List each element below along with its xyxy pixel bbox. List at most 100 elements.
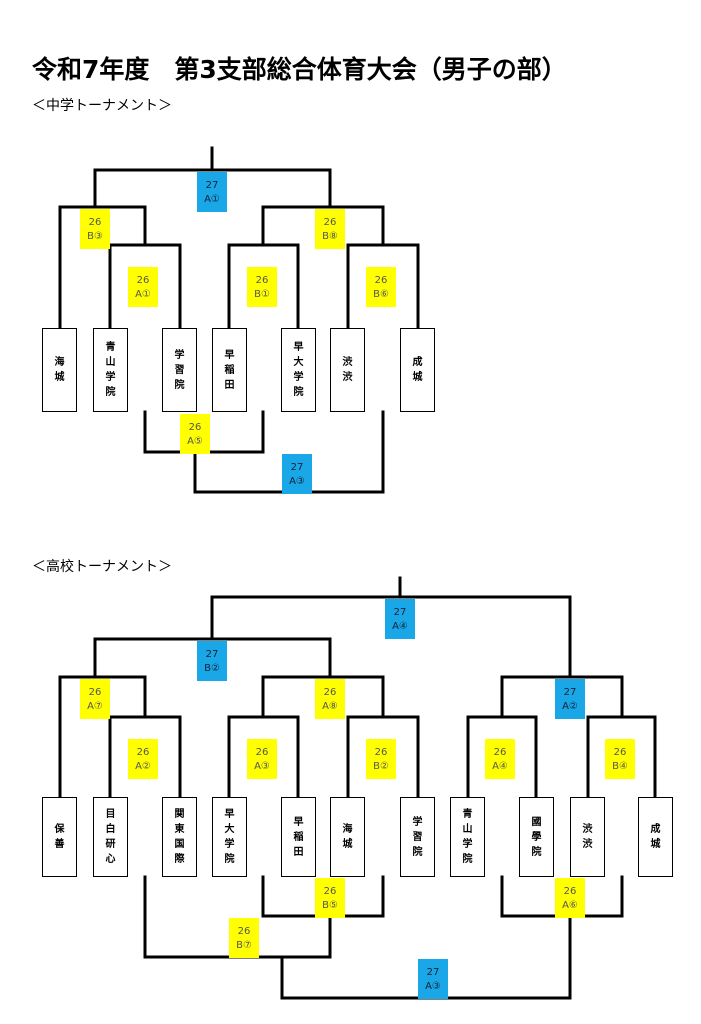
team-name-char: 渋 [342,357,353,368]
team-name-char: 東 [174,824,185,835]
team-name-char: 海 [342,824,353,835]
match-day: 26 [323,686,337,698]
team-name-char: 成 [412,357,423,368]
match-code: B① [254,288,270,300]
match-day: 26 [88,686,102,698]
team-name-char: 院 [293,387,304,398]
match-day: 27 [290,461,304,473]
team-box-hs-hozen: 保善 [42,797,77,877]
team-box-hs-aoyama: 青山学院 [450,797,485,877]
match-code: A⑧ [322,700,338,712]
match-code: A① [135,288,151,300]
team-name-char: 青 [462,809,473,820]
team-name-char: 習 [412,831,423,843]
team-box-hs-mejiro: 目白研心 [93,797,128,877]
team-box-hs-sodai: 早大学院 [212,797,247,877]
match-day: 27 [563,686,577,698]
team-name-char: 関 [174,809,185,820]
match-day: 26 [88,216,102,228]
match-day: 26 [493,746,507,758]
team-box-ms-sodai: 早大学院 [281,328,316,412]
team-name-char: 院 [462,854,473,865]
match-code: B⑧ [322,230,338,242]
team-name-char: 國 [531,816,542,828]
match-code: B⑤ [322,899,338,911]
team-box-hs-kokugakuin: 國學院 [519,797,554,877]
match-code: A③ [425,980,441,992]
match-code: B⑥ [373,288,389,300]
team-name-char: 学 [412,816,423,828]
match-code: A③ [289,475,305,487]
middle-school-heading: ＜中学トーナメント＞ [32,98,172,114]
team-box-ms-gakushuin: 学習院 [162,328,197,412]
team-name-char: 城 [54,372,65,383]
match-day: 27 [426,966,440,978]
team-name-char: 心 [105,854,116,865]
match-day: 27 [393,606,407,618]
match-day: 26 [136,746,150,758]
team-box-hs-gakushuin: 学習院 [400,797,435,877]
team-box-ms-shibushibu: 渋渋 [330,328,365,412]
team-name-char: 山 [462,824,473,835]
team-name-char: 大 [224,824,235,835]
team-name-char: 城 [650,839,661,850]
match-day: 26 [255,746,269,758]
team-name-char: 稲 [293,831,304,843]
team-name-char: 院 [105,387,116,398]
team-box-hs-seijo: 成城 [638,797,673,877]
team-name-char: 青 [105,342,116,353]
middle-school-bracket-lines [58,146,420,494]
match-day: 26 [188,421,202,433]
match-day: 26 [255,274,269,286]
match-code: A④ [392,620,408,632]
team-name-char: 白 [105,824,116,835]
team-name-char: 稲 [224,364,235,376]
team-name-char: 院 [224,854,235,865]
match-code: B② [204,662,220,674]
match-day: 26 [323,216,337,228]
match-code: A⑦ [87,700,103,712]
team-name-char: 目 [105,809,116,820]
high-school-bracket-lines [58,576,657,1000]
team-name-char: 研 [105,839,116,850]
page-title: 令和7年度 第3支部総合体育大会（男子の部） [32,55,567,84]
team-box-hs-kaijo: 海城 [330,797,365,877]
team-name-char: 善 [54,839,65,850]
match-code: B② [373,760,389,772]
match-day: 26 [136,274,150,286]
team-box-ms-waseda: 早稲田 [212,328,247,412]
team-name-char: 早 [224,809,235,820]
team-name-char: 大 [293,357,304,368]
team-name-char: 學 [531,831,542,843]
match-day: 26 [374,746,388,758]
match-code: A② [562,700,578,712]
team-name-char: 学 [293,372,304,383]
match-day: 26 [613,746,627,758]
team-name-char: 渋 [582,824,593,835]
match-day: 26 [374,274,388,286]
team-name-char: 保 [54,824,65,835]
team-name-char: 際 [174,854,185,865]
team-name-char: 院 [174,379,185,391]
match-code: A① [204,193,220,205]
team-box-ms-kaijo: 海城 [42,328,77,412]
team-name-char: 城 [412,372,423,383]
team-name-char: 習 [174,364,185,376]
match-code: A⑥ [562,899,578,911]
team-name-char: 早 [224,349,235,361]
